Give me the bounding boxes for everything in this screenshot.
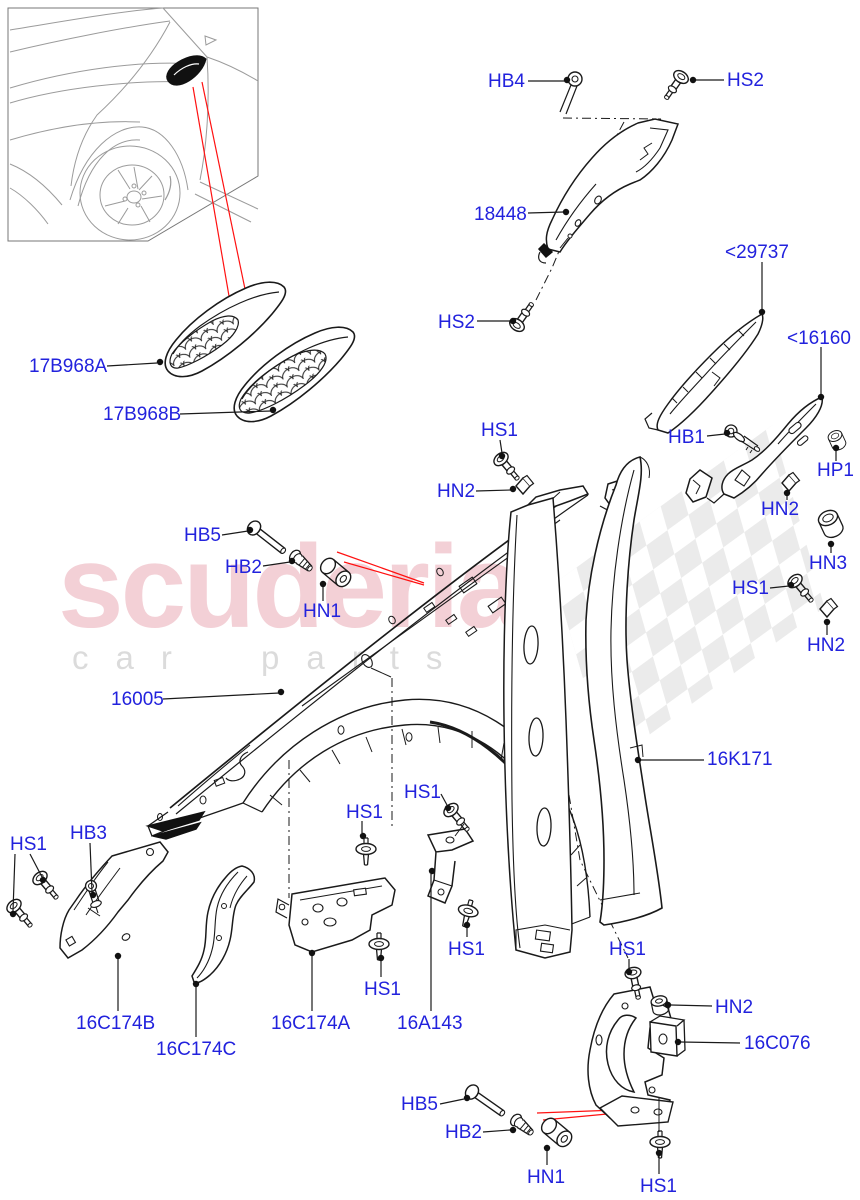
part-16A143-drawing (426, 823, 475, 904)
part-label-hb5-lower[interactable]: HB5 (401, 1094, 438, 1115)
part-29737-drawing (644, 312, 764, 434)
fasteners (3, 67, 849, 1159)
part-label-hs2-mid[interactable]: HS2 (438, 312, 475, 333)
part-label-hs1-b[interactable]: HS1 (732, 578, 769, 599)
part-label-hs2-top[interactable]: HS2 (727, 70, 764, 91)
part-label-17b968b[interactable]: 17B968B (103, 404, 182, 425)
part-16C174B-drawing (59, 841, 169, 959)
part-16K171-drawing (585, 456, 663, 926)
fastener-HN2-c (819, 597, 839, 618)
part-17B968B-drawing (233, 326, 356, 423)
part-label-16c174b[interactable]: 16C174B (76, 1013, 156, 1034)
fastener-HS1-c1 (29, 867, 64, 905)
part-label-16160[interactable]: <16160 (787, 328, 851, 349)
part-label-hb1[interactable]: HB1 (668, 427, 705, 448)
leader-dots (9, 76, 840, 1157)
part-label-hs1-e[interactable]: HS1 (404, 782, 441, 803)
fastener-HS2-top (658, 67, 692, 105)
part-18448-drawing (537, 118, 680, 264)
part-16C076-drawing (587, 986, 686, 1132)
part-label-29737[interactable]: <29737 (725, 242, 789, 263)
part-label-hn3[interactable]: HN3 (809, 553, 848, 574)
part-label-16c174c[interactable]: 16C174C (156, 1039, 237, 1060)
watermark-brand: scuderia (58, 521, 522, 653)
part-label-hs1-c[interactable]: HS1 (10, 834, 47, 855)
part-16C174A-drawing (275, 877, 396, 953)
part-label-hs1-g[interactable]: HS1 (448, 939, 485, 960)
part-16005-fender-drawing (145, 485, 591, 959)
part-label-16005[interactable]: 16005 (111, 689, 164, 710)
watermark-tagline: car parts (72, 639, 470, 676)
part-label-hb4[interactable]: HB4 (488, 71, 525, 92)
fastener-HS1-c2 (3, 895, 38, 933)
fastener-HS1-a (490, 448, 525, 486)
part-label-hn2-c[interactable]: HN2 (807, 635, 846, 656)
part-label-hb5-upper[interactable]: HB5 (184, 525, 221, 546)
part-label-hn1-upper[interactable]: HN1 (303, 601, 342, 622)
part-label-hp1[interactable]: HP1 (817, 460, 854, 481)
part-label-hn1-lower[interactable]: HN1 (527, 1167, 566, 1188)
part-label-16k171[interactable]: 16K171 (707, 749, 773, 770)
part-label-16c076[interactable]: 16C076 (744, 1033, 811, 1054)
part-label-hs1-f[interactable]: HS1 (364, 979, 401, 1000)
part-label-16c174a[interactable]: 16C174A (271, 1013, 351, 1034)
part-label-hb2-upper[interactable]: HB2 (225, 557, 262, 578)
fastener-HB5-lower (462, 1081, 509, 1122)
fastener-HB1 (724, 424, 761, 454)
part-16C174C-drawing (191, 865, 256, 984)
fastener-HB4 (559, 71, 583, 115)
part-label-hn2-a[interactable]: HN2 (437, 481, 476, 502)
fastener-HS1-d (355, 837, 377, 866)
part-label-hs1-d[interactable]: HS1 (346, 802, 383, 823)
part-17B968A-drawing (164, 281, 287, 378)
fastener-HS2-mid (506, 297, 540, 335)
fastener-HB2-lower (507, 1111, 538, 1140)
part-label-17b968a[interactable]: 17B968A (29, 356, 108, 377)
part-label-hs1-a[interactable]: HS1 (481, 420, 518, 441)
fastener-HN2-b (781, 471, 801, 492)
part-label-hn2-b[interactable]: HN2 (761, 499, 800, 520)
part-label-hs1-h[interactable]: HS1 (609, 939, 646, 960)
part-label-16a143[interactable]: 16A143 (397, 1013, 463, 1034)
part-label-hs1-i[interactable]: HS1 (640, 1176, 677, 1197)
part-label-18448[interactable]: 18448 (474, 204, 527, 225)
part-label-hn2-d[interactable]: HN2 (715, 997, 754, 1018)
fastener-HB5-upper (243, 517, 291, 559)
fastener-HN3 (815, 506, 847, 542)
part-label-hb3[interactable]: HB3 (70, 823, 107, 844)
inset-car-illustration (7, 7, 259, 242)
fastener-HS1-b (784, 570, 819, 608)
part-label-hb2-lower[interactable]: HB2 (445, 1122, 482, 1143)
leader-lines (12, 79, 837, 1174)
